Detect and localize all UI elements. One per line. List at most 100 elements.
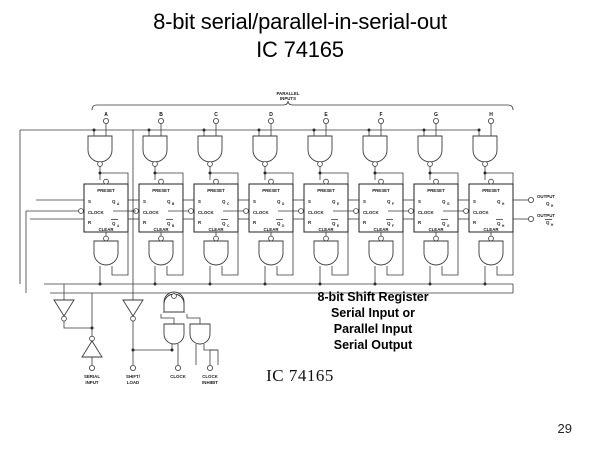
parallel-input-terminal-c[interactable] bbox=[212, 117, 219, 124]
s-label-e: S bbox=[308, 199, 311, 204]
nand-output-bubble-h bbox=[482, 161, 488, 167]
clear-label-d: CLEAR bbox=[263, 227, 279, 232]
preset-bubble-h bbox=[488, 178, 494, 185]
flipflop-h bbox=[468, 183, 514, 233]
stage-a: A PRESET S Q A CLOCK R Q bbox=[78, 112, 129, 286]
q-label-f: Q bbox=[387, 199, 391, 204]
description-line-2: Serial Input or bbox=[331, 306, 415, 320]
clock-input-bubble-e bbox=[298, 208, 304, 214]
clear-label-a: CLEAR bbox=[98, 227, 114, 232]
parallel-input-label-e: E bbox=[324, 112, 328, 118]
nand-output-bubble-g bbox=[427, 161, 433, 167]
page-number: 29 bbox=[557, 421, 572, 436]
preset-bubble-g bbox=[433, 178, 439, 185]
parallel-input-label-d: D bbox=[269, 112, 273, 118]
qbar-label-g: Q bbox=[442, 221, 446, 226]
clock-inhibit-terminal[interactable] bbox=[206, 364, 213, 371]
shift-load-label-line-1: SHIFT/ bbox=[126, 374, 141, 379]
schematic-svg: PARALLEL INPUTS A PRESET S bbox=[19, 91, 555, 385]
clock-terminal[interactable] bbox=[174, 364, 181, 371]
q-label-d: Q bbox=[277, 199, 281, 204]
qbar-subscript-c: C bbox=[227, 224, 230, 228]
preset-label-b: PRESET bbox=[152, 188, 170, 193]
qbar-label-e: Q bbox=[332, 221, 336, 226]
qbar-subscript-a: A bbox=[117, 224, 120, 228]
q-subscript-b: B bbox=[172, 202, 175, 206]
clear-bubble-a bbox=[103, 235, 109, 242]
parallel-input-terminal-d[interactable] bbox=[267, 117, 274, 124]
s-label-g: S bbox=[418, 199, 421, 204]
output-terminal-qbar[interactable] bbox=[528, 215, 535, 222]
junction-dot bbox=[170, 348, 174, 352]
serial-input-label-line-2: INPUT bbox=[85, 380, 98, 385]
preset-bubble-b bbox=[158, 178, 164, 185]
clear-bubble-g bbox=[433, 235, 439, 242]
qbar-label-f: Q bbox=[387, 221, 391, 226]
r-label-d: R bbox=[253, 220, 257, 225]
preset-label-h: PRESET bbox=[482, 188, 500, 193]
q-subscript-h: H bbox=[502, 202, 505, 206]
q-label-b: Q bbox=[167, 199, 171, 204]
nand-output-bubble-b bbox=[152, 161, 158, 167]
clear-label-h: CLEAR bbox=[483, 227, 499, 232]
clear-bubble-c bbox=[213, 235, 219, 242]
slide-title-line-1: 8-bit serial/parallel-in-serial-out bbox=[153, 9, 447, 34]
parallel-input-label-b: B bbox=[159, 112, 163, 118]
clock-label-b: CLOCK bbox=[143, 210, 159, 215]
r-label-f: R bbox=[363, 220, 367, 225]
clock-label-g: CLOCK bbox=[418, 210, 434, 215]
output-terminal-q[interactable] bbox=[528, 197, 535, 204]
parallel-input-terminal-b[interactable] bbox=[157, 117, 164, 124]
clear-label-b: CLEAR bbox=[153, 227, 169, 232]
output-signal-qbar: Q bbox=[546, 220, 550, 225]
q-subscript-f: F bbox=[392, 202, 394, 206]
q-subscript-g: G bbox=[447, 202, 450, 206]
qbar-label-h: Q bbox=[497, 221, 501, 226]
parallel-inputs-label-line-1: PARALLEL bbox=[276, 91, 299, 96]
description-line-1: 8-bit Shift Register bbox=[317, 290, 428, 304]
r-label-e: R bbox=[308, 220, 312, 225]
q-subscript-d: D bbox=[282, 202, 285, 206]
clear-bubble-h bbox=[488, 235, 494, 242]
parallel-input-terminal-e[interactable] bbox=[322, 117, 329, 124]
parallel-input-terminal-h[interactable] bbox=[487, 117, 494, 124]
clock-nor-bubble bbox=[171, 293, 177, 299]
parallel-input-terminal-f[interactable] bbox=[377, 117, 384, 124]
clock-input-bubble-h bbox=[463, 208, 469, 214]
clear-bubble-d bbox=[268, 235, 274, 242]
parallel-input-terminal-a[interactable] bbox=[103, 117, 110, 124]
preset-bubble-f bbox=[378, 178, 384, 185]
flipflop-b bbox=[138, 183, 184, 233]
clock-inhibit-label-line-1: CLOCK bbox=[202, 374, 218, 379]
stage-g: G PRESET S Q G CLOCK R Q bbox=[408, 112, 459, 286]
clear-bubble-f bbox=[378, 235, 384, 242]
stage-f: F PRESET S Q F CLOCK R Q bbox=[353, 112, 404, 286]
clear-label-f: CLEAR bbox=[373, 227, 389, 232]
serial-inverter-bubble-1 bbox=[61, 315, 67, 322]
slide-title: 8-bit serial/parallel-in-serial-out IC 7… bbox=[0, 8, 600, 64]
output-signal-q: Q bbox=[546, 201, 550, 206]
clock-label-f: CLOCK bbox=[363, 210, 379, 215]
preset-label-g: PRESET bbox=[427, 188, 445, 193]
parallel-input-terminal-g[interactable] bbox=[432, 117, 439, 124]
stage-c: C PRESET S Q C CLOCK R Q bbox=[188, 112, 239, 286]
flipflop-f bbox=[358, 183, 404, 233]
parallel-input-label-f: F bbox=[379, 112, 382, 118]
output-subscript-q: H bbox=[551, 204, 554, 208]
clock-input-bubble-f bbox=[353, 208, 359, 214]
serial-input-terminal[interactable] bbox=[89, 364, 96, 371]
s-label-d: S bbox=[253, 199, 256, 204]
r-label-b: R bbox=[143, 220, 147, 225]
qbar-subscript-g: G bbox=[447, 224, 450, 228]
qbar-subscript-e: E bbox=[337, 224, 339, 228]
flipflop-a bbox=[83, 183, 129, 233]
output-label-q: OUTPUT bbox=[537, 194, 555, 199]
parallel-inputs-group: PARALLEL INPUTS bbox=[91, 91, 514, 111]
qbar-subscript-f: F bbox=[392, 224, 394, 228]
clock-label-h: CLOCK bbox=[473, 210, 489, 215]
shift-load-terminal[interactable] bbox=[129, 364, 136, 371]
flipflop-c bbox=[193, 183, 239, 233]
q-subscript-a: A bbox=[117, 202, 120, 206]
diagram-caption: IC 74165 bbox=[266, 366, 334, 385]
stage-h: H PRESET S Q H CLOCK R Q bbox=[463, 112, 555, 286]
